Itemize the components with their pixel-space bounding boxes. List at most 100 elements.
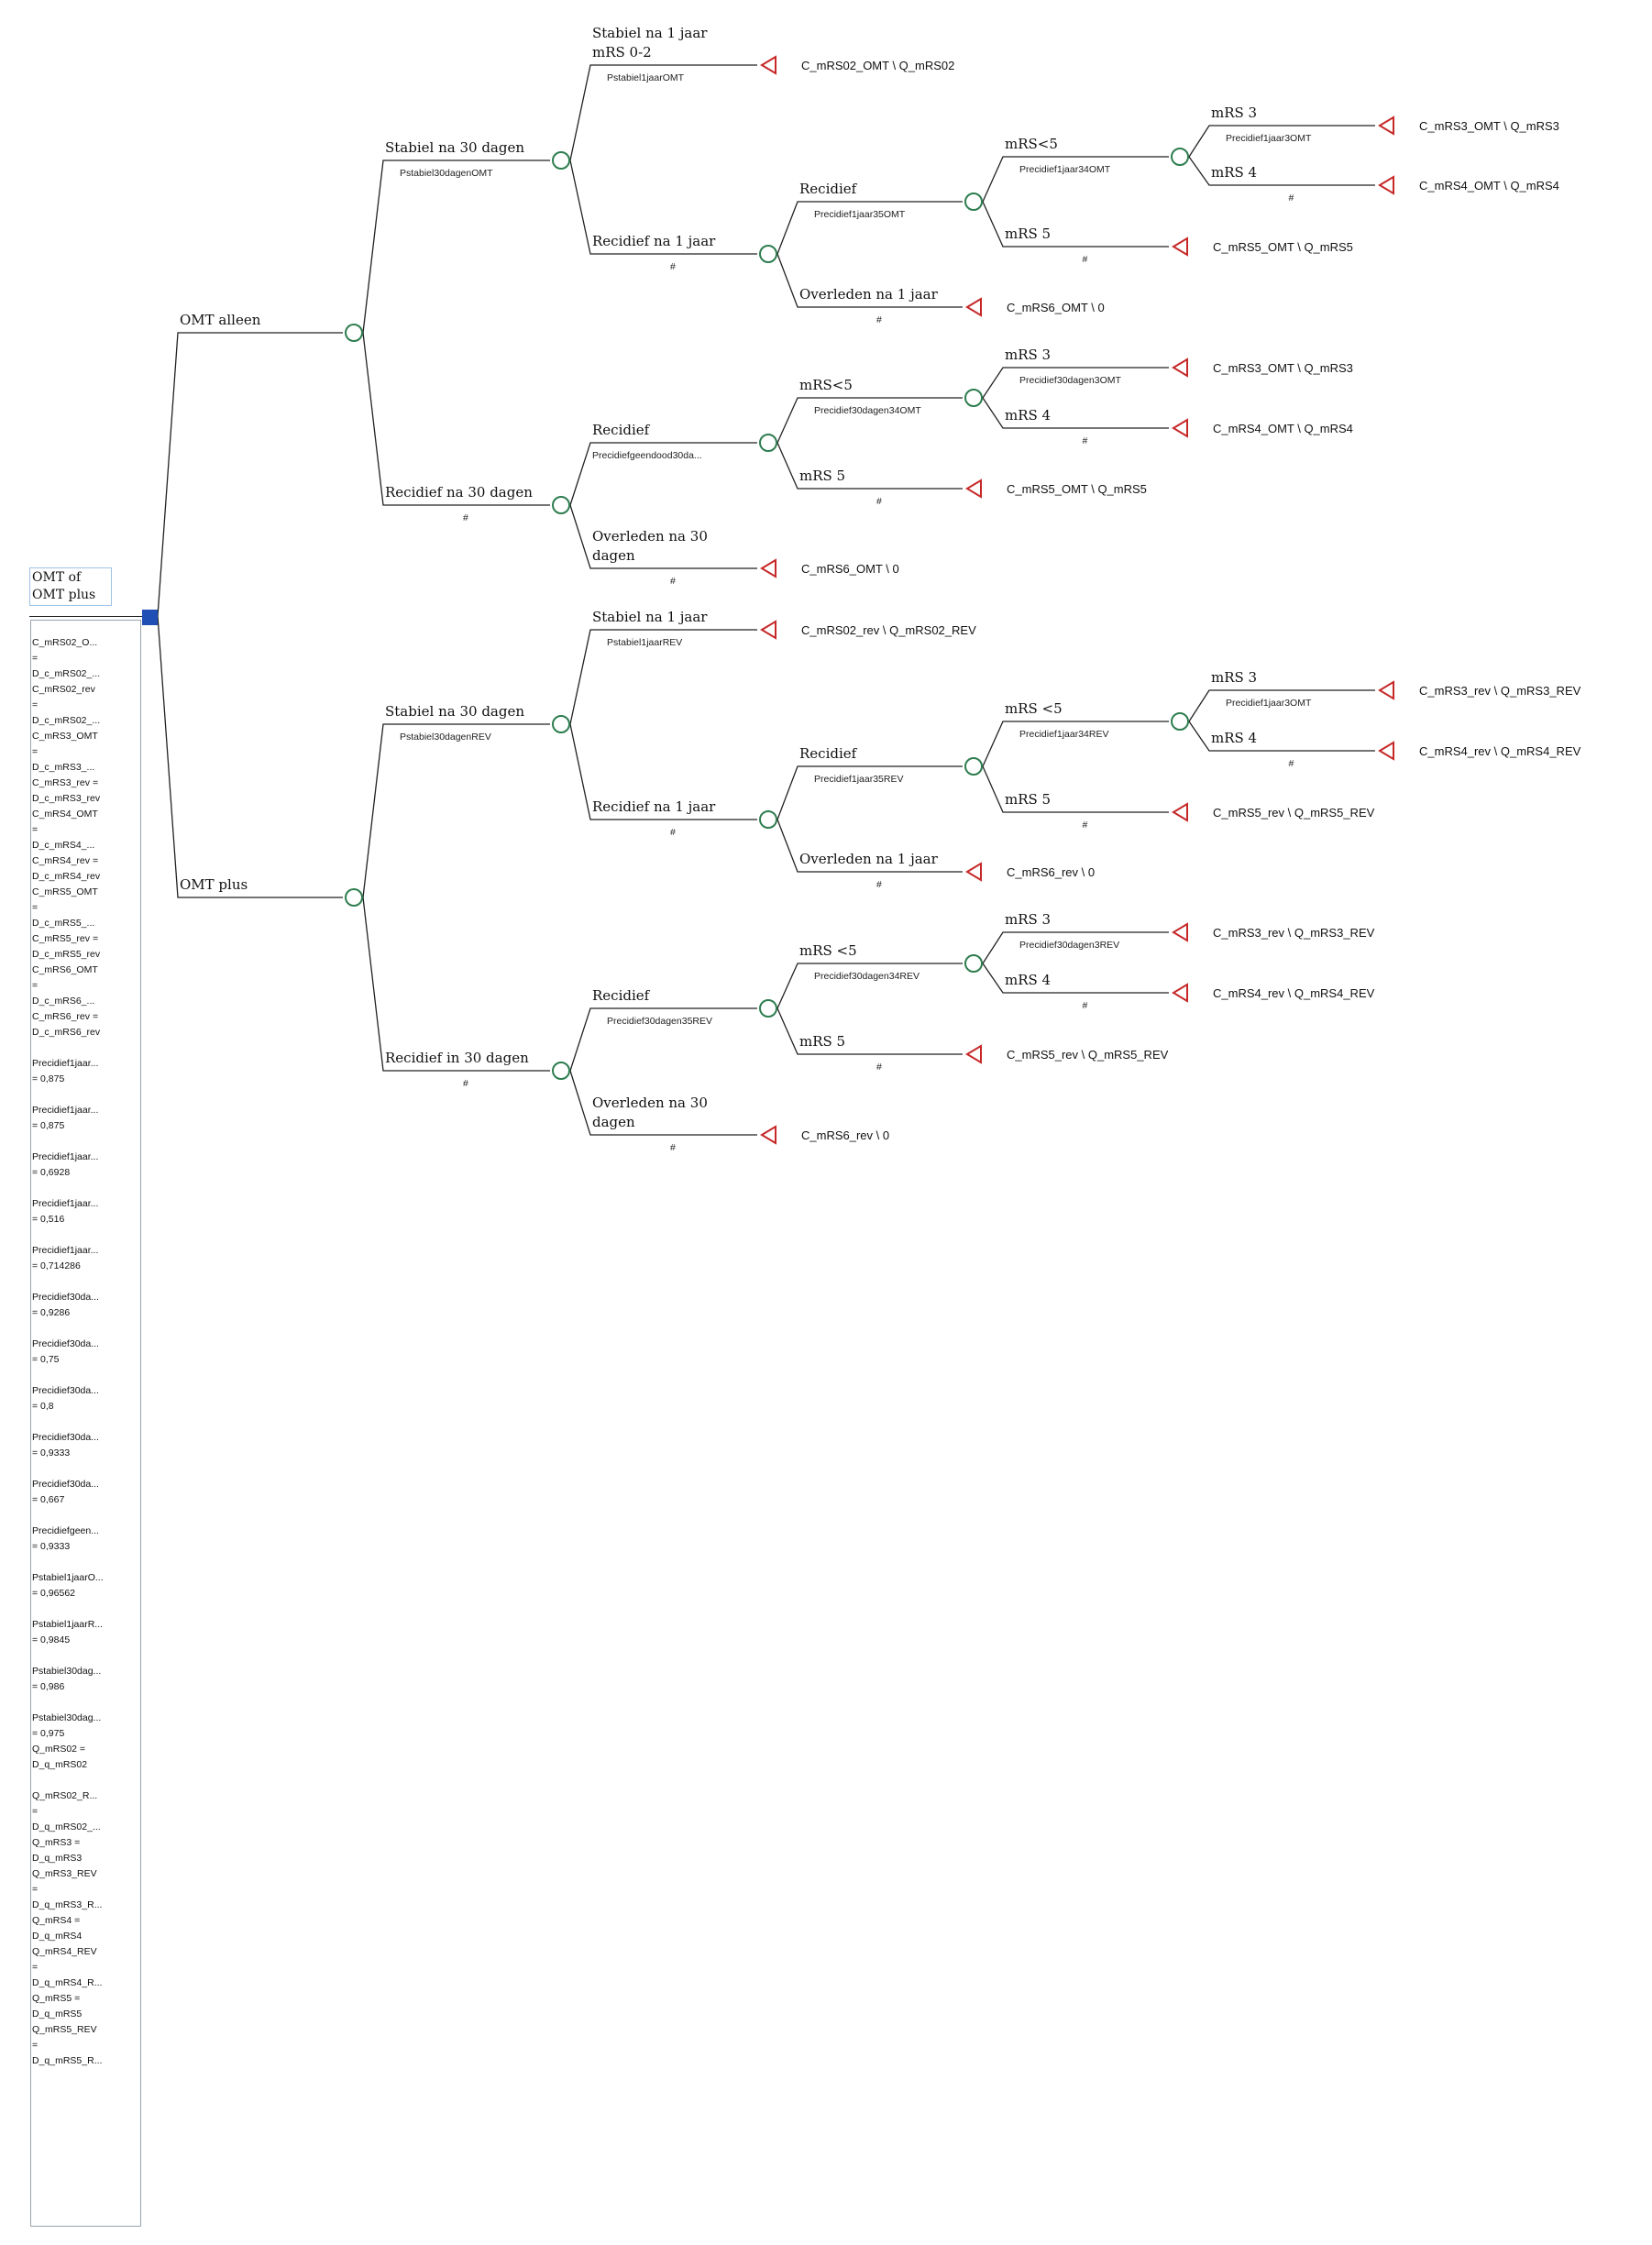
- branch-label-a2Rlt: mRS<5: [799, 377, 853, 393]
- chance-node-a1rRlt[interactable]: [1171, 148, 1189, 166]
- probability-label: Pstabiel30dagenOMT: [400, 168, 493, 179]
- chance-node-a2[interactable]: [552, 496, 570, 514]
- variable-definition-line: Precidief30da...: [32, 1479, 99, 1490]
- chance-node-b2Rlt[interactable]: [964, 954, 983, 973]
- chance-node-a1[interactable]: [552, 151, 570, 170]
- complement-probability: #: [876, 879, 882, 890]
- branch-label-b: OMT plus: [180, 876, 248, 893]
- terminal-node-b2Rlt4[interactable]: [1172, 983, 1188, 1003]
- variable-definition-line: =: [32, 902, 39, 913]
- variable-definition-line: =: [32, 699, 39, 710]
- variable-definition-line: = 0,96562: [32, 1588, 76, 1599]
- variable-definition-line: C_mRS3_rev =: [32, 777, 99, 788]
- branch-line-a1rRlt4: [1188, 156, 1375, 186]
- terminal-node-b2Rlt3[interactable]: [1172, 922, 1188, 942]
- variable-definition-line: Precidief1jaar...: [32, 1245, 99, 1256]
- complement-probability: #: [670, 576, 676, 587]
- variable-definition-line: = 0,9333: [32, 1447, 71, 1458]
- payoff-label: C_mRS6_rev \ 0: [801, 1128, 889, 1142]
- branch-line-b1s: [569, 629, 757, 725]
- variable-definition-line: Precidiefgeen...: [32, 1525, 99, 1536]
- branch-line-b1rO: [776, 819, 963, 873]
- chance-node-b1rR[interactable]: [964, 757, 983, 776]
- terminal-node-a2Rlt3[interactable]: [1172, 358, 1188, 378]
- complement-probability: #: [670, 261, 676, 272]
- variable-definition-line: C_mRS4_OMT: [32, 809, 98, 820]
- terminal-node-a1rO[interactable]: [965, 297, 982, 317]
- branch-label-b1rR5: mRS 5: [1005, 791, 1051, 808]
- terminal-node-a1rR5[interactable]: [1172, 237, 1188, 257]
- terminal-node-a2Rlt4[interactable]: [1172, 418, 1188, 438]
- terminal-node-a1rRlt3[interactable]: [1378, 116, 1394, 136]
- payoff-label: C_mRS4_OMT \ Q_mRS4: [1213, 422, 1353, 435]
- branch-line-a1rO: [776, 253, 963, 308]
- chance-node-a2R[interactable]: [759, 434, 777, 452]
- branch-line-a: [157, 332, 343, 617]
- branch-line-a2R5: [776, 442, 963, 490]
- variable-definition-line: = 0,714286: [32, 1260, 81, 1271]
- chance-node-a1rR[interactable]: [964, 193, 983, 211]
- terminal-node-a2O[interactable]: [760, 558, 776, 578]
- branch-label-a2R5: mRS 5: [799, 468, 845, 484]
- variable-definition-line: D_q_mRS4_R...: [32, 1977, 103, 1988]
- variable-definition-line: = 0,975: [32, 1728, 65, 1739]
- variable-definition-line: D_q_mRS4: [32, 1931, 83, 1942]
- terminal-node-b2R5[interactable]: [965, 1044, 982, 1064]
- variable-definition-line: D_q_mRS5: [32, 2008, 83, 2019]
- variable-definition-line: D_c_mRS3_...: [32, 762, 95, 773]
- root-decision-label[interactable]: OMT of OMT plus: [29, 567, 112, 606]
- terminal-node-b1rRlt4[interactable]: [1378, 741, 1394, 761]
- payoff-label: C_mRS5_rev \ Q_mRS5_REV: [1213, 806, 1375, 820]
- chance-node-b1r[interactable]: [759, 810, 777, 829]
- branch-line-a1rR5: [982, 201, 1169, 248]
- probability-label: Precidief30dagen35REV: [607, 1016, 712, 1027]
- variable-definition-line: C_mRS3_OMT: [32, 731, 98, 742]
- variable-definition-line: D_c_mRS3_rev: [32, 793, 101, 804]
- terminal-node-b2O[interactable]: [760, 1125, 776, 1145]
- terminal-node-a1s[interactable]: [760, 55, 776, 75]
- variable-definition-line: D_q_mRS02_...: [32, 1821, 101, 1832]
- variable-definition-line: D_c_mRS02_...: [32, 668, 101, 679]
- decision-node-square[interactable]: [142, 610, 158, 625]
- variable-definition-line: = 0,6928: [32, 1167, 71, 1178]
- chance-node-b[interactable]: [345, 888, 363, 907]
- payoff-label: C_mRS5_OMT \ Q_mRS5: [1007, 482, 1147, 496]
- variable-definition-line: = 0,9333: [32, 1541, 71, 1552]
- complement-probability: #: [1289, 193, 1294, 204]
- payoff-label: C_mRS4_rev \ Q_mRS4_REV: [1213, 986, 1375, 1000]
- payoff-label: C_mRS02_rev \ Q_mRS02_REV: [801, 623, 976, 637]
- branch-label-b1rRlt3: mRS 3: [1211, 669, 1257, 686]
- branch-line-b2Rlt4: [982, 963, 1169, 994]
- terminal-node-b1rO[interactable]: [965, 862, 982, 882]
- payoff-label: C_mRS6_rev \ 0: [1007, 865, 1095, 879]
- terminal-node-b1s[interactable]: [760, 620, 776, 640]
- complement-probability: #: [876, 496, 882, 507]
- variable-definition-line: Precidief30da...: [32, 1385, 99, 1396]
- branch-label-b1: Stabiel na 30 dagen: [385, 703, 524, 720]
- terminal-node-b1rR5[interactable]: [1172, 802, 1188, 822]
- variable-definition-line: D_c_mRS02_...: [32, 715, 101, 726]
- terminal-node-a1rRlt4[interactable]: [1378, 175, 1394, 195]
- branch-label-b1rO: Overleden na 1 jaar: [799, 851, 939, 867]
- complement-probability: #: [1083, 254, 1088, 265]
- variable-definition-line: Pstabiel1jaarR...: [32, 1619, 104, 1630]
- branch-line-a2O: [569, 504, 757, 569]
- branch-line-a2Rlt4: [982, 397, 1169, 429]
- chance-node-a[interactable]: [345, 324, 363, 342]
- variable-definition-line: Pstabiel1jaarO...: [32, 1572, 104, 1583]
- chance-node-b2R[interactable]: [759, 999, 777, 1018]
- chance-node-b2[interactable]: [552, 1062, 570, 1080]
- chance-node-b1[interactable]: [552, 715, 570, 733]
- chance-node-a1r[interactable]: [759, 245, 777, 263]
- branch-line-a1r: [569, 160, 757, 255]
- terminal-node-b1rRlt3[interactable]: [1378, 680, 1394, 700]
- terminal-node-a2R5[interactable]: [965, 479, 982, 499]
- variables-panel: C_mRS02_O...=D_c_mRS02_... C_mRS02_rev=D…: [30, 620, 141, 2227]
- branch-line-b1r: [569, 723, 757, 820]
- chance-node-b1rRlt[interactable]: [1171, 712, 1189, 731]
- branch-label-a1: Stabiel na 30 dagen: [385, 139, 524, 156]
- variable-definition-line: Q_mRS5 =: [32, 1993, 81, 2004]
- variable-definition-line: Q_mRS3 =: [32, 1837, 81, 1848]
- chance-node-a2Rlt[interactable]: [964, 389, 983, 407]
